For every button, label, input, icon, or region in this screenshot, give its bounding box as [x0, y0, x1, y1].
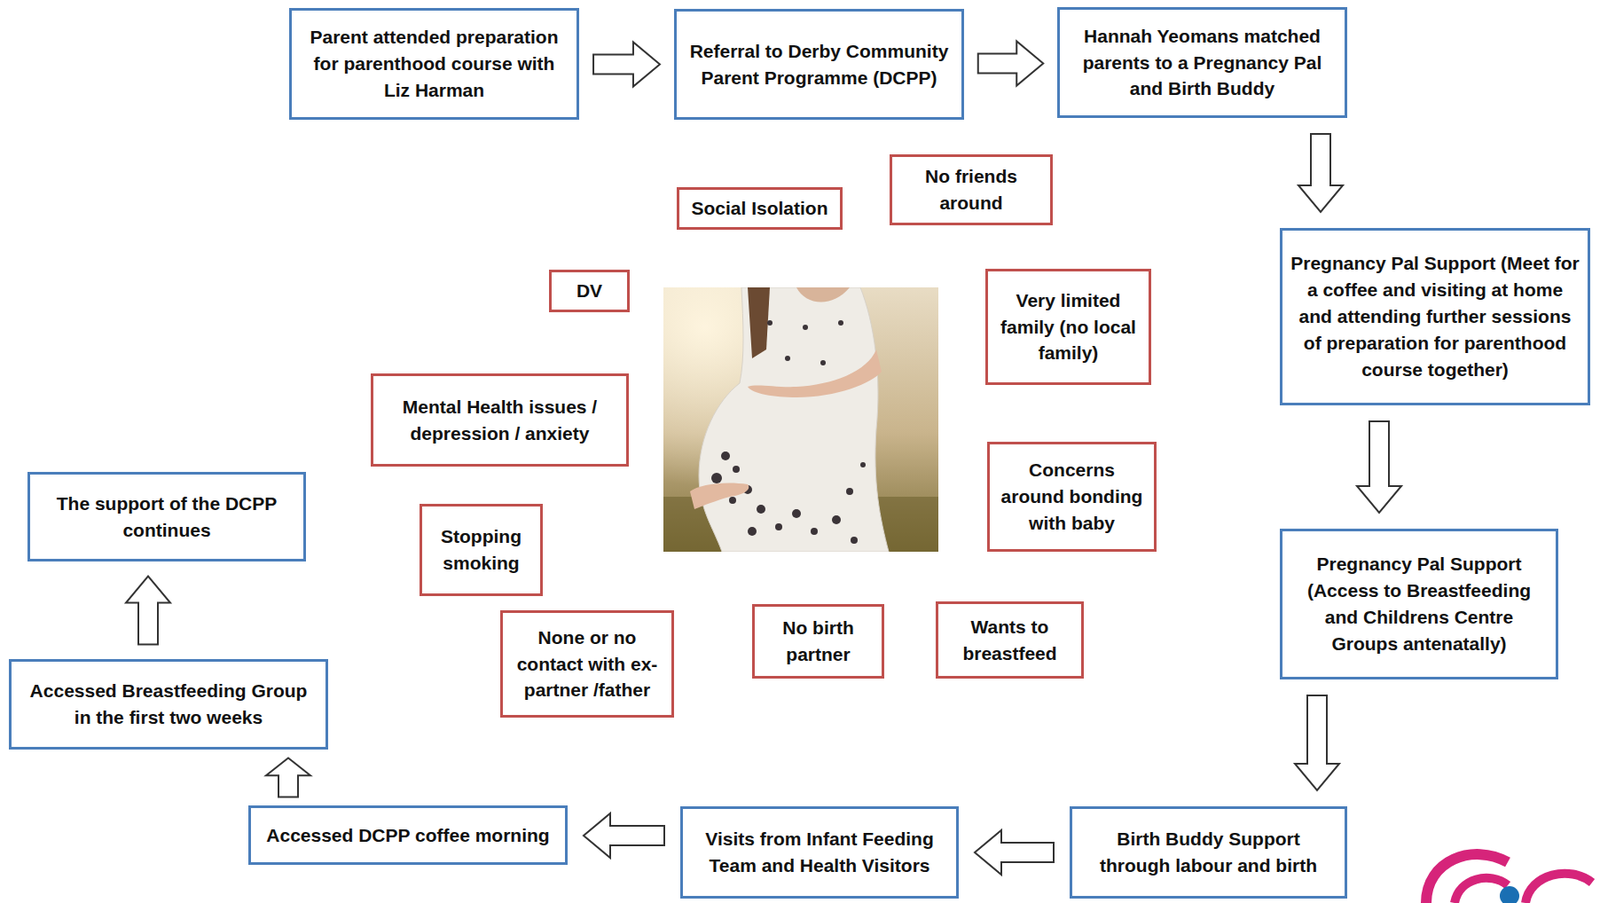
box-text: Social Isolation: [690, 195, 828, 222]
flow-arrow: [1298, 133, 1343, 212]
process-box: Pregnancy Pal Support (Access to Breastf…: [1279, 528, 1559, 680]
process-box: Pregnancy Pal Support (Meet for a coffee…: [1279, 227, 1591, 406]
flow-arrow: [1294, 695, 1340, 791]
process-box: Hannah Yeomans matched parents to a Preg…: [1057, 7, 1348, 118]
process-box: Birth Buddy Support through labour and b…: [1069, 806, 1348, 899]
process-box: Accessed Breastfeeding Group in the firs…: [8, 658, 329, 750]
issue-box: DV: [549, 269, 630, 313]
flow-arrow: [1356, 421, 1402, 513]
box-text: The support of the DCPP continues: [38, 490, 296, 544]
box-text: Mental Health issues / depression / anxi…: [381, 393, 619, 448]
flow-arrow: [125, 576, 171, 645]
process-box: Referral to Derby Community Parent Progr…: [674, 8, 965, 120]
box-text: Stopping smoking: [430, 523, 533, 577]
process-box: Parent attended preparation for parentho…: [289, 7, 580, 120]
box-text: Accessed DCPP coffee morning: [266, 822, 550, 849]
box-text: Birth Buddy Support through labour and b…: [1080, 825, 1337, 879]
box-text: None or no contact with ex-partner /fath…: [510, 624, 664, 704]
issue-box: Mental Health issues / depression / anxi…: [370, 373, 629, 467]
box-text: No birth partner: [762, 614, 874, 668]
issue-box: Stopping smoking: [419, 503, 543, 597]
flow-arrow: [266, 757, 311, 797]
box-text: Wants to breastfeed: [946, 613, 1074, 667]
process-box: Visits from Infant Feeding Team and Heal…: [680, 806, 959, 899]
process-box: The support of the DCPP continues: [27, 471, 306, 562]
box-text: Pregnancy Pal Support (Meet for a coffee…: [1290, 250, 1580, 383]
box-text: Hannah Yeomans matched parents to a Preg…: [1067, 23, 1337, 102]
issue-box: Wants to breastfeed: [935, 601, 1084, 679]
box-text: Visits from Infant Feeding Team and Heal…: [690, 825, 949, 879]
box-text: Parent attended preparation for parentho…: [299, 23, 569, 103]
box-text: Concerns around bonding with baby: [997, 456, 1146, 536]
issue-box: Concerns around bonding with baby: [987, 441, 1157, 552]
issue-box: None or no contact with ex-partner /fath…: [500, 610, 675, 718]
flow-arrow: [593, 42, 660, 87]
issue-box: Very limited family (no local family): [985, 268, 1152, 385]
issue-box: No birth partner: [752, 603, 885, 679]
box-text: No friends around: [900, 163, 1043, 217]
box-text: Referral to Derby Community Parent Progr…: [684, 38, 954, 92]
pregnant-woman-photo: [663, 287, 939, 552]
box-text: Very limited family (no local family): [996, 287, 1141, 367]
process-box: Accessed DCPP coffee morning: [248, 805, 568, 865]
flow-arrow: [974, 830, 1054, 875]
issue-box: Social Isolation: [676, 187, 843, 230]
box-text: DV: [576, 277, 603, 305]
flow-arrow: [583, 813, 665, 858]
box-text: Accessed Breastfeeding Group in the firs…: [19, 677, 318, 731]
box-text: Pregnancy Pal Support (Access to Breastf…: [1290, 550, 1548, 657]
flow-arrow: [978, 41, 1044, 87]
issue-box: No friends around: [889, 154, 1053, 226]
